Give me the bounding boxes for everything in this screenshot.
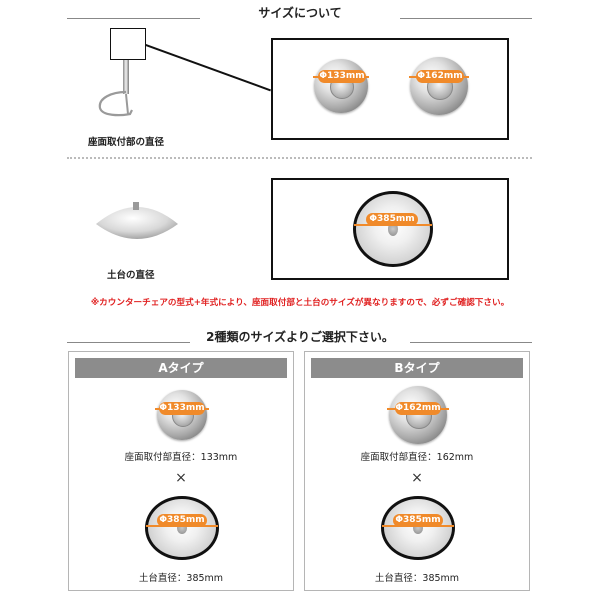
type-b-header: Bタイプ [311, 358, 523, 378]
notice-text: ※カウンターチェアの型式+年式により、座面取付部と土台のサイズが異なりますので、… [90, 298, 510, 308]
type-b-times: × [411, 470, 423, 486]
type-b-base-label: Φ385mm [393, 514, 443, 527]
base-disc-385 [353, 191, 433, 267]
seat-caption: 座面取付部の直径 [88, 137, 165, 148]
type-b-seat-disc [389, 386, 447, 444]
type-a-base-disc [145, 496, 219, 560]
seat-diameter-frame [271, 38, 509, 140]
type-a-header: Aタイプ [75, 358, 287, 378]
type-b-base-disc [381, 496, 455, 560]
seat-disc-133 [314, 59, 368, 113]
pointer-line [145, 44, 271, 91]
type-a-times: × [175, 470, 187, 486]
section-title-sizes: サイズについて [200, 4, 400, 21]
type-a-base-label: Φ385mm [157, 514, 207, 527]
type-b-seat-label: Φ162mm [395, 402, 441, 415]
section-separator [67, 157, 532, 159]
type-a-seat-disc [157, 390, 207, 440]
seat-disc-162 [410, 57, 468, 115]
type-a-seat-caption: 座面取付部直径：133mm [124, 452, 238, 463]
seat-label-133: Φ133mm [318, 70, 366, 83]
seat-highlight-box [110, 28, 146, 60]
seat-label-162: Φ162mm [416, 70, 464, 83]
base-label-385: Φ385mm [366, 213, 418, 226]
type-b-base-caption: 土台直径：385mm [374, 573, 460, 584]
base-caption: 土台の直径 [107, 270, 155, 281]
type-a-card[interactable]: Aタイプ Φ133mm 座面取付部直径：133mm × Φ385mm 土台直径：… [68, 351, 294, 591]
type-a-base-caption: 土台直径：385mm [138, 573, 224, 584]
type-b-seat-caption: 座面取付部直径：162mm [360, 452, 474, 463]
type-b-card[interactable]: Bタイプ Φ162mm 座面取付部直径：162mm × Φ385mm 土台直径：… [304, 351, 530, 591]
section-title-choose: 2種類のサイズよりご選択下さい。 [190, 328, 410, 345]
type-a-seat-label: Φ133mm [159, 402, 205, 415]
base-plate-icon [96, 202, 178, 239]
